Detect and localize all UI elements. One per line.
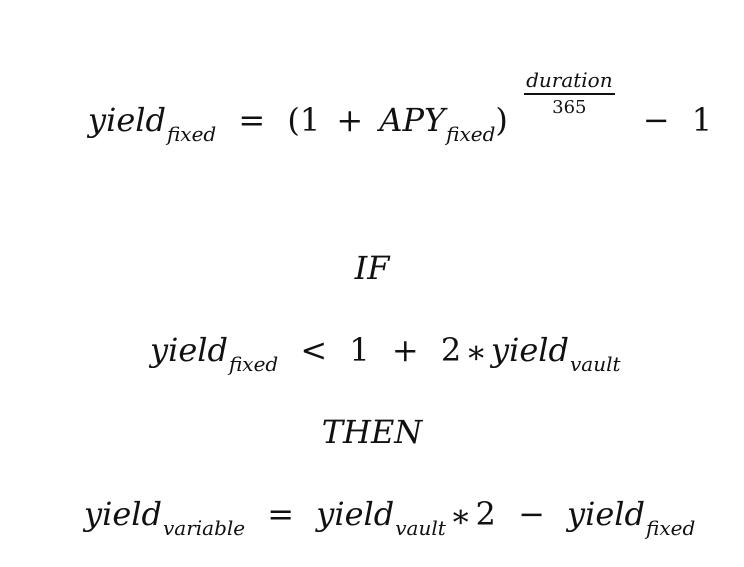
multiply-sign: ∗ bbox=[449, 497, 472, 535]
exponent-fraction: duration 365 bbox=[524, 70, 615, 117]
less-than-sign: < bbox=[300, 331, 328, 369]
constant-one: 1 bbox=[691, 101, 713, 139]
yield-variable-variable: yield bbox=[84, 495, 162, 533]
exponent-denominator: 365 bbox=[552, 97, 587, 118]
plus-sign: + bbox=[336, 101, 364, 139]
close-paren: ) bbox=[495, 101, 508, 139]
constant-one: 1 bbox=[349, 331, 370, 369]
yield-fixed-variable: yield bbox=[567, 495, 646, 533]
constant-two: 2 bbox=[440, 331, 462, 369]
fixed-yield-equation: yieldfixed = (1 + APYfixed) duration 365… bbox=[88, 70, 713, 151]
minus-sign: − bbox=[642, 101, 670, 139]
variable-yield-equation: yieldvariable = yieldvault∗2 − yieldfixe… bbox=[84, 495, 695, 538]
then-keyword-line: THEN bbox=[0, 416, 744, 448]
condition-inequality: yieldfixed < 1 + 2∗yieldvault bbox=[150, 331, 621, 374]
if-keyword-line: IF bbox=[0, 252, 744, 284]
exponent-numerator: duration bbox=[524, 70, 615, 95]
apy-variable: APY bbox=[379, 101, 446, 139]
yield-fixed-variable: yield bbox=[150, 331, 228, 369]
equals-sign: = bbox=[238, 101, 266, 139]
multiply-sign: ∗ bbox=[465, 333, 488, 371]
open-paren-one: (1 bbox=[287, 101, 321, 139]
fixed-subscript: fixed bbox=[646, 516, 696, 540]
yield-vault-variable: yield bbox=[316, 495, 395, 533]
yield-fixed-variable: yield bbox=[88, 101, 166, 139]
fixed-subscript: fixed bbox=[228, 352, 279, 376]
constant-two: 2 bbox=[475, 495, 496, 533]
if-keyword: IF bbox=[354, 249, 390, 287]
apy-fixed-subscript: fixed bbox=[446, 122, 496, 146]
then-keyword: THEN bbox=[321, 413, 423, 451]
yield-vault-variable: yield bbox=[491, 331, 569, 369]
variable-subscript: variable bbox=[162, 516, 246, 540]
vault-subscript: vault bbox=[395, 516, 446, 540]
equals-sign: = bbox=[267, 495, 295, 533]
fixed-subscript: fixed bbox=[166, 122, 217, 146]
minus-sign: − bbox=[518, 495, 545, 533]
plus-sign: + bbox=[391, 331, 419, 369]
vault-subscript: vault bbox=[569, 352, 621, 376]
